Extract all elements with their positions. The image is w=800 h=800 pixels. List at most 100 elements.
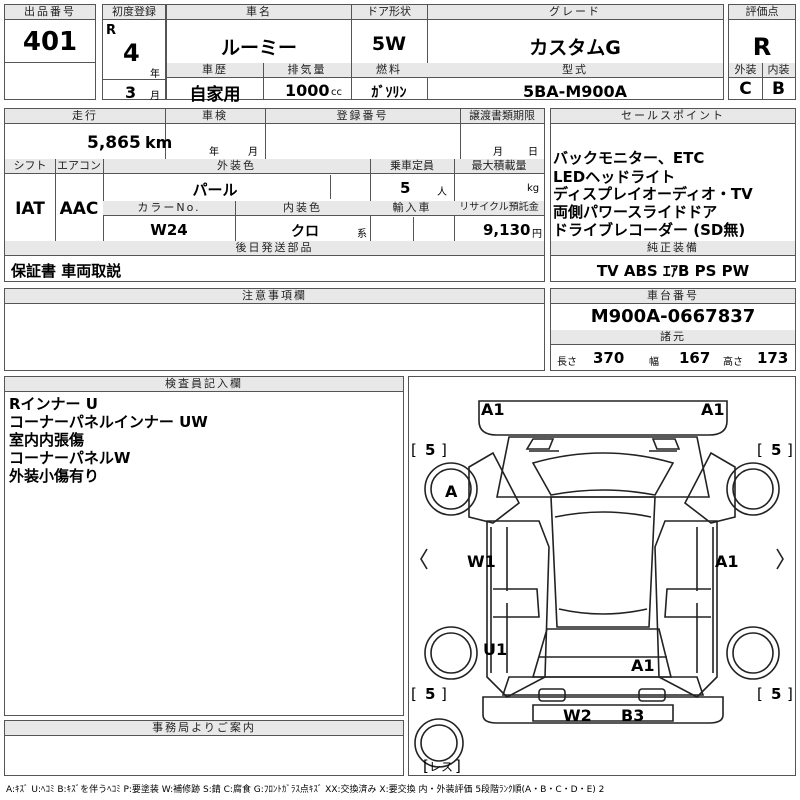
inspection-month-unit: 月 (248, 147, 258, 158)
tire-rr-bracket-close: ] (787, 685, 793, 703)
left-side-shape (486, 520, 550, 698)
tire-fr-bracket-close: ] (787, 441, 793, 459)
inspection-year-unit: 年 (209, 147, 219, 158)
capacity: 5 (400, 179, 411, 197)
first-reg-month: 3 (125, 83, 137, 102)
lot-header: 出品番号 (5, 5, 95, 20)
shift: IAT (15, 199, 45, 219)
label-front-right: A1 (701, 400, 725, 419)
first-reg-box: 初度登録 R 4 年 3 月 (102, 4, 166, 102)
inspector-header: 検査員記入欄 (5, 377, 403, 392)
mileage-header: 走行 (5, 109, 165, 124)
wheel-rr-shape (726, 626, 780, 680)
height-label: 高さ (723, 357, 743, 368)
history: 自家用 (189, 85, 241, 105)
width-value: 167 (679, 349, 711, 367)
tire-rl-value: 5 (425, 685, 435, 703)
import-header: 輸入車 (370, 201, 454, 216)
inspector-line-3: 室内内張傷 (9, 431, 85, 449)
sales-line-3: ディスプレイオーディオ・TV (553, 185, 753, 203)
inspector-line-1: Rインナー U (9, 395, 98, 413)
ext-color-header: 外装色 (103, 159, 370, 174)
chassis-header: 車台番号 (551, 289, 795, 304)
color-no: W24 (150, 221, 188, 239)
score-box: 評価点 R 外装 内装 C B (728, 4, 796, 100)
equipment-header: 純正装備 (551, 241, 795, 256)
sales-line-4: 両側パワースライドドア (553, 203, 718, 221)
sales-line-2: LEDヘッドライト (553, 168, 676, 186)
tire-fl-bracket-close: ] (441, 441, 447, 459)
wheel-fl-shape (424, 462, 478, 516)
aircon-header: エアコン (55, 159, 103, 174)
office-box: 事務局よりご案内 (4, 720, 404, 776)
label-rear-panel: A1 (631, 656, 655, 675)
capacity-header: 乗車定員 (370, 159, 454, 174)
sales-header: セールスポイント (551, 109, 795, 124)
door-header: ドア形状 (351, 5, 427, 20)
mileage-unit: km (145, 133, 173, 152)
tire-rr-bracket-open: [ (757, 685, 763, 703)
fuel: ｶﾞｿﾘﾝ (371, 85, 407, 101)
later-items: 保証書 車両取説 (11, 262, 122, 280)
spare-bracket-open: [ (423, 757, 429, 775)
car-name-header: 車名 (167, 5, 351, 20)
transfer-day-unit: 日 (528, 147, 538, 158)
hood-shape (496, 436, 710, 498)
lot-number: 401 (22, 27, 78, 57)
spare-label: レス (429, 760, 453, 774)
model-header: 型式 (427, 63, 723, 78)
office-header: 事務局よりご案内 (5, 721, 403, 736)
mileage: 5,865 (87, 133, 141, 153)
tire-fr-value: 5 (771, 441, 781, 459)
roof-shape (550, 496, 656, 628)
label-left-rear: U1 (483, 640, 507, 659)
sales-line-1: バックモニター、ETC (553, 149, 705, 167)
capacity-unit: 人 (437, 187, 447, 198)
int-color-unit: 系 (357, 229, 367, 240)
recycle: 9,130 (483, 221, 531, 239)
label-rear-left: W2 (563, 706, 592, 725)
car-block: 車名 ドア形状 グレード ルーミー 5W カスタムG 車歴 排気量 燃料 型式 … (166, 4, 724, 105)
recycle-unit: 円 (532, 229, 542, 240)
width-label: 幅 (649, 357, 659, 368)
inspection-header: 車検 (165, 109, 265, 124)
int-color: クロ (291, 224, 319, 240)
label-left-mid: W1 (467, 552, 496, 571)
first-reg-month-unit: 月 (150, 91, 160, 102)
inspector-box: 検査員記入欄 Rインナー U コーナーパネルインナー UW 室内内張傷 コーナー… (4, 376, 404, 716)
length-value: 370 (593, 349, 625, 367)
shift-header: シフト (5, 159, 55, 174)
tire-fr-bracket-open: [ (757, 441, 763, 459)
sales-box: セールスポイント バックモニター、ETC LEDヘッドライト ディスプレイオーデ… (550, 108, 796, 282)
displacement-unit: cc (331, 87, 342, 98)
score-int-header: 内装 (762, 63, 795, 78)
displacement: 1000 (285, 81, 330, 100)
car-diagram: A1 A1 A W1 A1 U1 A1 W2 B3 [ 5 ] [ 5 ] [ … (411, 400, 793, 775)
tire-rl-bracket-open: [ (411, 685, 417, 703)
car-name: ルーミー (220, 37, 297, 59)
grade: カスタムG (529, 37, 621, 59)
sales-line-5: ドライブレコーダー (SD無) (553, 221, 746, 239)
tire-fl-bracket-open: [ (411, 441, 417, 459)
rear-bumper-shape (482, 696, 724, 724)
score-ext-value: C (739, 79, 752, 99)
car-diagram-box: A1 A1 A W1 A1 U1 A1 W2 B3 [ 5 ] [ 5 ] [ … (408, 376, 796, 776)
score-header: 評価点 (729, 5, 795, 20)
max-load-unit: kg (527, 183, 540, 194)
inspector-line-4: コーナーパネルW (9, 449, 131, 467)
transfer-month-unit: 月 (493, 147, 503, 158)
label-right-mid: A1 (715, 552, 739, 571)
label-rear-right: B3 (621, 706, 644, 725)
history-header: 車歴 (167, 63, 263, 78)
score-ext-header: 外装 (729, 63, 762, 78)
int-color-header: 内装色 (235, 201, 370, 216)
score-value: R (752, 33, 772, 61)
door-type: 5W (371, 33, 407, 55)
grade-header: グレード (427, 5, 723, 20)
color-no-header: カラーNo. (103, 201, 235, 216)
wheel-fr-shape (726, 462, 780, 516)
first-reg-era: R (106, 23, 117, 38)
lot-box: 出品番号 401 (4, 4, 96, 100)
model: 5BA-M900A (522, 82, 628, 101)
legend: A:ｷｽﾞ U:ﾍｺﾐ B:ｷｽﾞを伴うﾍｺﾐ P:要塗装 W:補修跡 S:錆 … (6, 785, 605, 795)
